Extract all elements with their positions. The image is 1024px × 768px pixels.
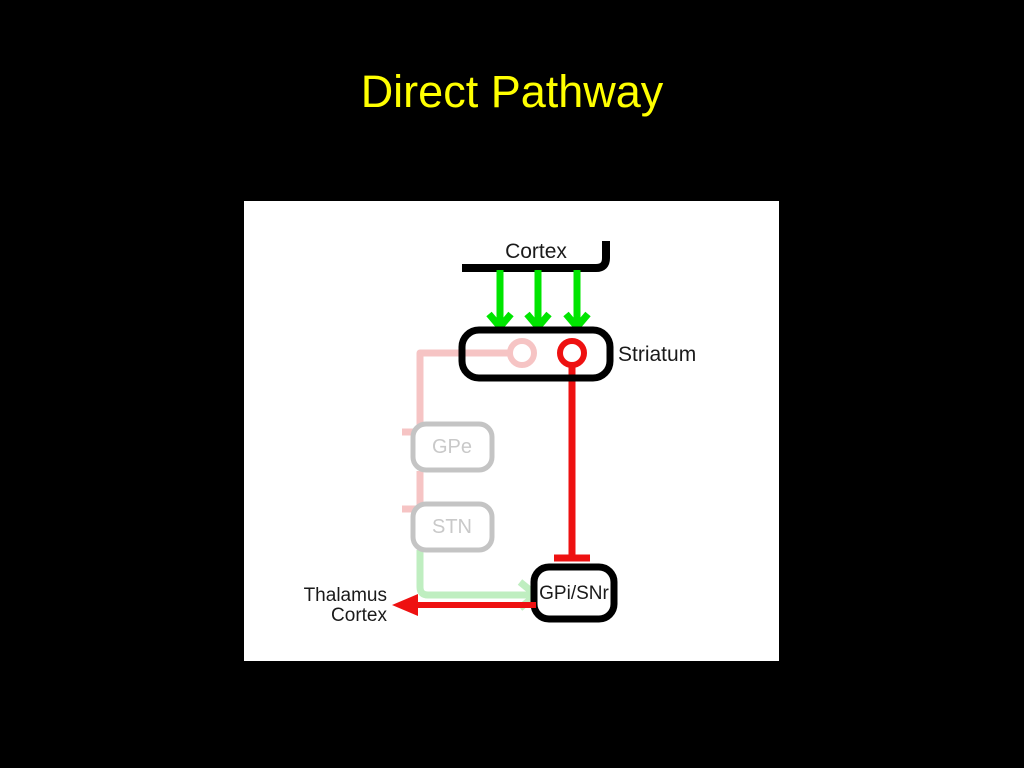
connection-cortex-to-striatum-1	[486, 270, 514, 331]
node-stn[interactable]: STN	[410, 501, 495, 553]
connection-gpi-to-thalamus	[392, 594, 536, 616]
diagram-panel: GPe STN Cortex	[244, 201, 779, 661]
node-striatum[interactable]: Striatum	[458, 326, 696, 382]
node-gpi-snr-label: GPi/SNr	[539, 583, 609, 604]
connection-striatum-to-gpi	[554, 353, 590, 562]
node-stn-label: STN	[432, 516, 472, 538]
connection-stn-to-gpi	[416, 550, 540, 611]
striatum-neuron-direct-active	[557, 338, 587, 368]
node-gpi-snr[interactable]: GPi/SNr	[530, 563, 618, 623]
connection-cortex-to-striatum-2	[524, 270, 552, 331]
direct-pathway-diagram: GPe STN Cortex	[304, 240, 697, 626]
output-label-thalamus: Thalamus	[304, 585, 387, 606]
node-striatum-label: Striatum	[618, 343, 696, 366]
striatum-neuron-indirect-faded	[491, 338, 537, 368]
connection-cortex-to-striatum-3	[563, 270, 591, 331]
node-cortex-label: Cortex	[505, 240, 567, 263]
connection-striatum-to-gpe	[402, 349, 491, 436]
node-gpe-label: GPe	[432, 436, 472, 458]
node-gpe[interactable]: GPe	[410, 421, 495, 473]
page-title: Direct Pathway	[360, 66, 664, 117]
output-target-label: Thalamus Cortex	[304, 585, 388, 626]
output-label-cortex: Cortex	[331, 605, 387, 626]
node-cortex[interactable]: Cortex	[462, 240, 610, 272]
